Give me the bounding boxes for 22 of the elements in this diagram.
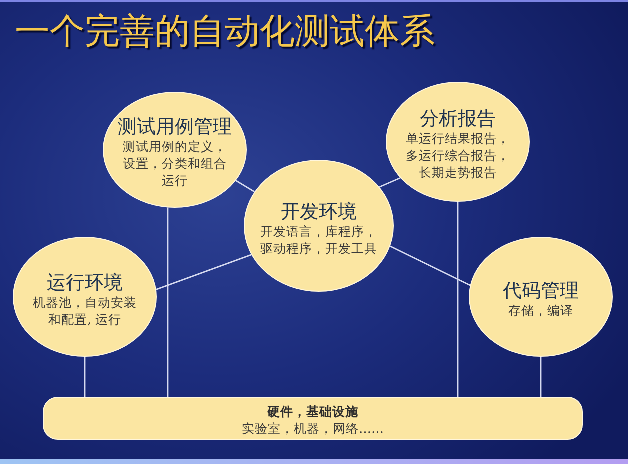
connector-line — [84, 357, 86, 397]
connector-line — [156, 254, 252, 290]
node-description: 开发语言，库程序，驱动程序，开发工具 — [260, 222, 378, 256]
rounded-bar — [43, 397, 583, 440]
connector-line — [540, 357, 542, 397]
node-description: 单运行结果报告，多运行综合报告，长期走势报告 — [405, 130, 511, 181]
bar-description: 实验室，机器，网络…… — [242, 420, 384, 437]
node-title: 运行环境 — [47, 272, 123, 294]
connector-line — [236, 180, 256, 193]
connector-line — [379, 177, 401, 188]
slide-title: 一个完善的自动化测试体系 — [15, 12, 435, 52]
node-description: 机器池，自动安装和配置, 运行 — [32, 294, 138, 328]
node-title: 测试用例管理 — [118, 117, 232, 138]
connector-line — [167, 208, 169, 397]
node-description: 测试用例的定义，设置，分类和组合运行 — [122, 138, 228, 189]
node-title: 分析报告 — [420, 109, 496, 130]
node-title: 代码管理 — [503, 281, 579, 302]
node-description: 存储，编译 — [508, 302, 574, 319]
node-title: 开发环境 — [281, 202, 357, 222]
connector-line — [457, 202, 459, 397]
connector-line — [390, 246, 471, 286]
bar-title: 硬件，基础设施 — [268, 403, 358, 420]
